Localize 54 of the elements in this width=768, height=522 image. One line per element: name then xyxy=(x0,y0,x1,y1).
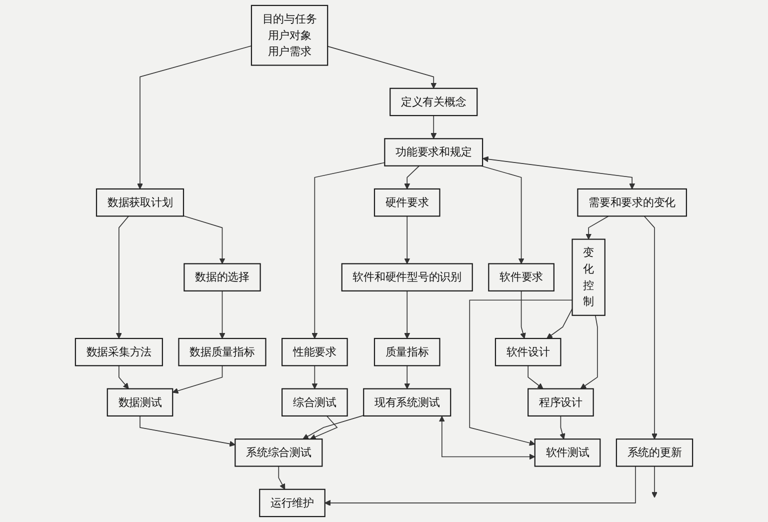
arrow xyxy=(137,46,252,190)
arrow xyxy=(404,165,420,190)
arrow xyxy=(302,415,364,440)
arrow xyxy=(140,416,236,447)
arrow xyxy=(546,308,573,339)
arrow xyxy=(644,216,658,440)
arrow xyxy=(278,466,286,490)
arrow xyxy=(172,365,223,394)
arrow xyxy=(586,216,609,240)
arrow xyxy=(430,115,437,139)
node-box: 现有系统测试 xyxy=(363,388,452,416)
node-box: 数据质量指标 xyxy=(178,338,266,366)
node-box: 目的与任务 用户对象 用户需求 xyxy=(250,4,328,66)
arrow xyxy=(327,46,437,89)
node-box: 运行维护 xyxy=(259,488,326,518)
node-box: 综合测试 xyxy=(282,388,348,416)
node-box: 需要和要求的变化 xyxy=(577,188,687,217)
arrow xyxy=(118,365,129,390)
arrow xyxy=(480,165,524,264)
arrow xyxy=(560,416,566,440)
node-box: 系统的更新 xyxy=(616,438,694,467)
node-box: 质量指标 xyxy=(374,338,440,366)
node-box: 程序设计 xyxy=(528,388,594,416)
arrow xyxy=(310,416,338,440)
node-box: 数据的选择 xyxy=(184,263,261,292)
node-box: 软件设计 xyxy=(494,338,562,366)
arrow xyxy=(438,416,536,460)
arrow xyxy=(219,290,226,339)
arrow xyxy=(312,365,318,390)
node-box: 数据获取计划 xyxy=(96,188,184,217)
arrow xyxy=(580,314,598,390)
arrow xyxy=(183,215,226,264)
arrow xyxy=(528,365,544,390)
arrow xyxy=(312,162,386,339)
node-box: 变化控制 xyxy=(572,238,606,316)
node-box: 性能要求 xyxy=(282,338,348,366)
node-box: 系统综合测试 xyxy=(234,438,323,467)
arrow xyxy=(652,466,658,498)
node-box: 软件测试 xyxy=(534,438,601,467)
node-box: 数据测试 xyxy=(106,388,174,416)
arrow xyxy=(404,216,410,264)
node-box: 软件要求 xyxy=(488,263,554,292)
arrow xyxy=(116,216,130,339)
node-box: 硬件要求 xyxy=(374,188,440,217)
arrow xyxy=(482,156,636,190)
arrow xyxy=(469,300,573,446)
arrow xyxy=(404,365,410,390)
arrow xyxy=(324,466,636,506)
arrow xyxy=(404,290,410,339)
arrow xyxy=(520,290,526,339)
node-box: 软件和硬件型号的识别 xyxy=(341,263,473,292)
node-box: 功能要求和规定 xyxy=(384,138,484,166)
node-box: 数据采集方法 xyxy=(74,338,163,366)
node-box: 定义有关概念 xyxy=(390,88,478,116)
